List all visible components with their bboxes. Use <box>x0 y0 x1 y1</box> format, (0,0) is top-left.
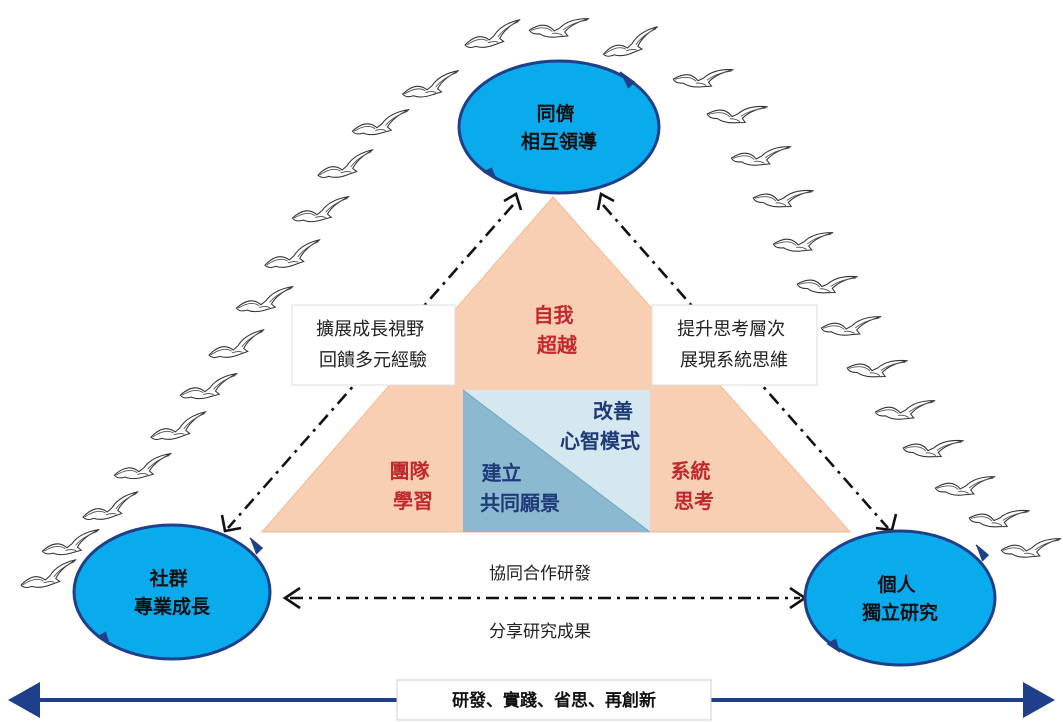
seagull-icon <box>730 140 792 170</box>
pyramid-upper-label: 改善 心智模式 <box>560 399 640 453</box>
seagull-icon <box>1000 532 1062 562</box>
arrowhead-left <box>220 514 242 533</box>
node-top-label: 同儕 相互領導 <box>521 102 597 153</box>
seagull-icon <box>874 394 936 424</box>
seagull-icon <box>934 470 996 500</box>
seagull-icon <box>315 149 377 181</box>
seagull-icon <box>820 310 882 340</box>
seagull-icon <box>206 329 268 361</box>
bottom-label: 研發、實踐、省思、再創新 <box>452 690 656 711</box>
seagull-icon <box>901 430 965 464</box>
seagull-icon <box>148 411 210 443</box>
seagull-icon <box>845 350 909 384</box>
node-top: 同儕 相互領導 <box>457 59 661 195</box>
seagull-icon <box>400 70 462 100</box>
seagull-icon <box>967 500 1031 534</box>
seagull-icon <box>751 180 815 214</box>
arrow-left-head <box>8 682 40 718</box>
seagull-icon <box>705 96 769 130</box>
node-right: 個人 獨立研究 <box>803 529 997 667</box>
arrowhead-top-right <box>596 192 615 211</box>
seagull-icon <box>772 226 834 256</box>
arrow-right-head <box>1023 682 1055 718</box>
node-left-label: 社群 專業成長 <box>134 567 211 618</box>
seagull-icon <box>795 266 859 300</box>
note-box-right <box>651 304 818 386</box>
seagull-icon <box>112 452 174 481</box>
edge-label-above: 協同合作研發 <box>489 564 591 584</box>
note-box-left <box>291 304 456 386</box>
note-right-text: 提升思考層次 展現系統思維 <box>677 319 791 371</box>
note-left-text: 擴展成長視野 回饋多元經驗 <box>316 319 430 371</box>
seagull-icon <box>599 26 663 60</box>
seagull-icon <box>178 372 240 401</box>
seagull-icon <box>18 559 80 591</box>
node-right-label: 個人 獨立研究 <box>861 574 938 624</box>
pyramid-left-label: 團隊 學習 <box>390 459 437 513</box>
pyramid-right-label: 系統 思考 <box>671 459 718 513</box>
seagull-icon <box>262 239 324 271</box>
seagull-icon <box>462 19 524 51</box>
node-left: 社群 專業成長 <box>72 523 272 661</box>
bottom-arrow-bar: 研發、實踐、省思、再創新 <box>8 679 1055 721</box>
arrowhead-top-left <box>503 192 523 211</box>
bottom-label-box <box>396 679 712 721</box>
seagull-icon <box>672 61 734 93</box>
seagull-icon <box>350 108 412 137</box>
seagull-icon <box>80 491 142 523</box>
seagull-icon <box>234 285 296 314</box>
pyramid-lower-label: 建立 共同願景 <box>480 461 560 515</box>
pyramid <box>260 196 852 533</box>
edge-label-below: 分享研究成果 <box>489 622 591 642</box>
pyramid-top-label: 自我 超越 <box>534 303 581 357</box>
arrowhead-edge-left <box>282 586 301 610</box>
seagull-icon <box>290 195 352 224</box>
seagull-icon <box>528 12 590 42</box>
